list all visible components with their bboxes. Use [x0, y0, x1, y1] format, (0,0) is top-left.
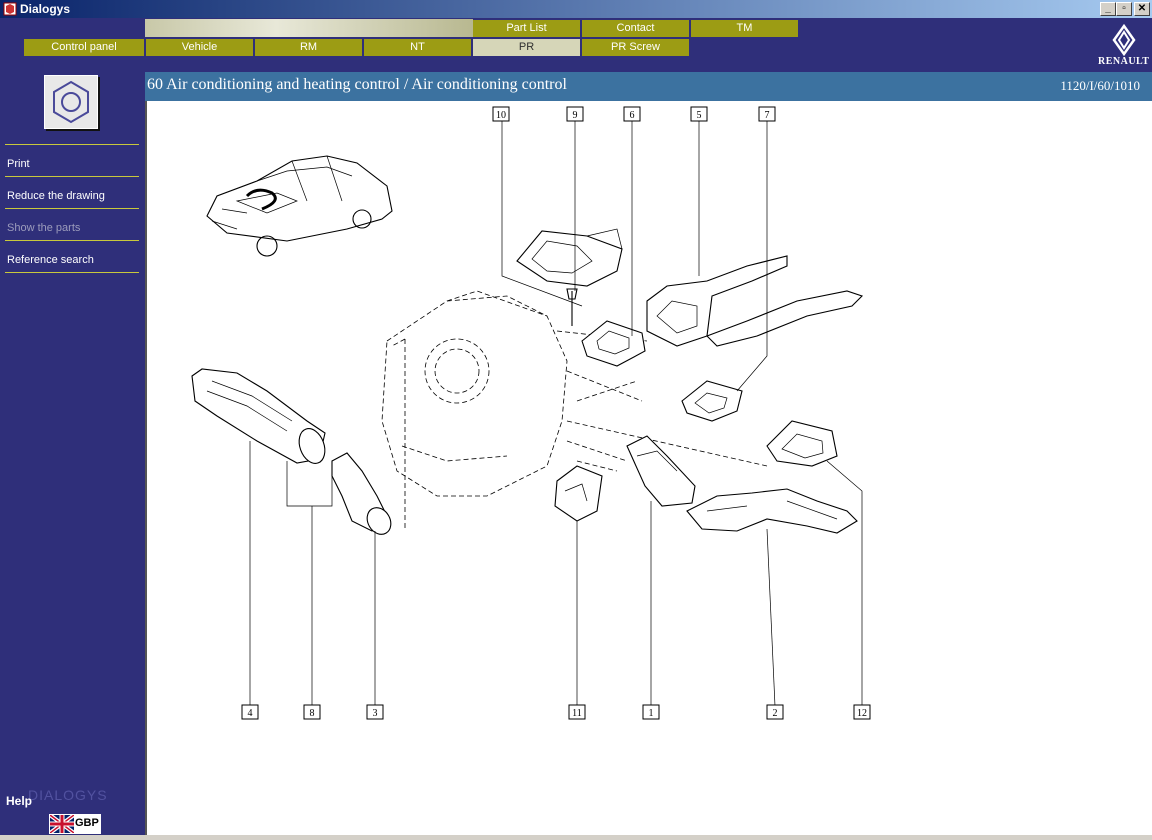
part-10-clip[interactable] [566, 288, 578, 326]
tab-pr-screw[interactable]: PR Screw [582, 39, 690, 56]
tab-contact[interactable]: Contact [582, 20, 690, 37]
part-2-duct[interactable] [686, 488, 858, 534]
sidebar-separator [5, 144, 139, 145]
part-5-duct[interactable] [646, 255, 864, 347]
callout-7[interactable]: 7 [758, 106, 776, 122]
window-titlebar: Dialogys _ ▫ ✕ [0, 0, 1152, 18]
content-header: 60 Air conditioning and heating control … [145, 72, 1152, 101]
help-link[interactable]: Help [6, 794, 33, 808]
car-thumbnail [206, 155, 393, 257]
part-6-gasket[interactable] [581, 320, 646, 367]
svg-text:3: 3 [373, 708, 378, 719]
part-12-outlet[interactable] [766, 420, 838, 467]
tab-nt[interactable]: NT [364, 39, 472, 56]
tab-part-list[interactable]: Part List [473, 20, 581, 37]
svg-text:2: 2 [773, 708, 778, 719]
part-11-sensor[interactable] [554, 465, 603, 522]
svg-text:8: 8 [310, 708, 315, 719]
restore-button[interactable]: ▫ [1116, 2, 1132, 16]
leader-lines [249, 121, 863, 707]
page-title: 60 Air conditioning and heating control … [147, 76, 567, 93]
renault-diamond-icon [1112, 23, 1136, 57]
callout-6[interactable]: 6 [623, 106, 641, 122]
sidebar-separator [5, 272, 139, 273]
part-category-icon [44, 75, 98, 129]
exploded-parts-drawing[interactable]: 10 9 6 5 7 4 8 3 [147, 101, 1152, 835]
callout-4[interactable]: 4 [241, 704, 259, 720]
callout-3[interactable]: 3 [366, 704, 384, 720]
sidebar-item-reduce-drawing[interactable]: Reduce the drawing [7, 190, 105, 202]
app-icon [3, 2, 17, 16]
window-title: Dialogys [20, 2, 71, 16]
callout-8[interactable]: 8 [303, 704, 321, 720]
part-3-elbow[interactable] [331, 452, 396, 539]
parts-drawing-area[interactable]: 10 9 6 5 7 4 8 3 [145, 101, 1152, 835]
language-currency-selector[interactable]: GBP [49, 814, 101, 834]
svg-text:9: 9 [573, 110, 578, 121]
tab-rm[interactable]: RM [255, 39, 363, 56]
sidebar-separator [5, 208, 139, 209]
currency-code: GBP [75, 817, 99, 829]
sidebar-separator [5, 176, 139, 177]
callout-10[interactable]: 10 [492, 106, 510, 122]
sidebar: Print Reduce the drawing Show the parts … [0, 72, 145, 840]
callout-9[interactable]: 9 [566, 106, 584, 122]
svg-text:12: 12 [857, 708, 867, 719]
tab-pr[interactable]: PR [473, 39, 581, 56]
callout-5[interactable]: 5 [690, 106, 708, 122]
sidebar-item-print[interactable]: Print [7, 158, 30, 170]
hexagon-nut-icon [53, 80, 89, 124]
callout-1[interactable]: 1 [642, 704, 660, 720]
sidebar-separator [5, 240, 139, 241]
tab-control-panel[interactable]: Control panel [24, 39, 145, 56]
svg-text:5: 5 [697, 110, 702, 121]
sidebar-item-show-parts: Show the parts [7, 222, 81, 234]
renault-logo: RENAULT [1096, 23, 1152, 68]
part-4-hose[interactable] [191, 368, 329, 467]
svg-text:11: 11 [572, 708, 582, 719]
callout-2[interactable]: 2 [766, 704, 784, 720]
part-1-duct[interactable] [626, 435, 696, 507]
minimize-button[interactable]: _ [1100, 2, 1116, 16]
engine-outline [381, 290, 768, 531]
part-9-duct[interactable] [516, 228, 623, 287]
svg-text:10: 10 [496, 110, 506, 121]
dialogys-watermark: DIALOGYS [28, 787, 108, 803]
status-strip [0, 835, 1152, 840]
svg-text:1: 1 [649, 708, 654, 719]
brand-name: RENAULT [1098, 56, 1150, 67]
uk-flag-icon [50, 815, 74, 833]
tab-vehicle[interactable]: Vehicle [146, 39, 254, 56]
svg-text:6: 6 [630, 110, 635, 121]
svg-text:4: 4 [248, 708, 253, 719]
tab-tm[interactable]: TM [691, 20, 799, 37]
sidebar-item-reference-search[interactable]: Reference search [7, 254, 94, 266]
callout-11[interactable]: 11 [568, 704, 586, 720]
header-banner [145, 19, 473, 37]
part-7-bracket[interactable] [681, 380, 743, 422]
callout-12[interactable]: 12 [853, 704, 871, 720]
svg-text:7: 7 [765, 110, 770, 121]
drawing-reference: 1120/I/60/1010 [1060, 78, 1140, 93]
close-button[interactable]: ✕ [1134, 2, 1150, 16]
